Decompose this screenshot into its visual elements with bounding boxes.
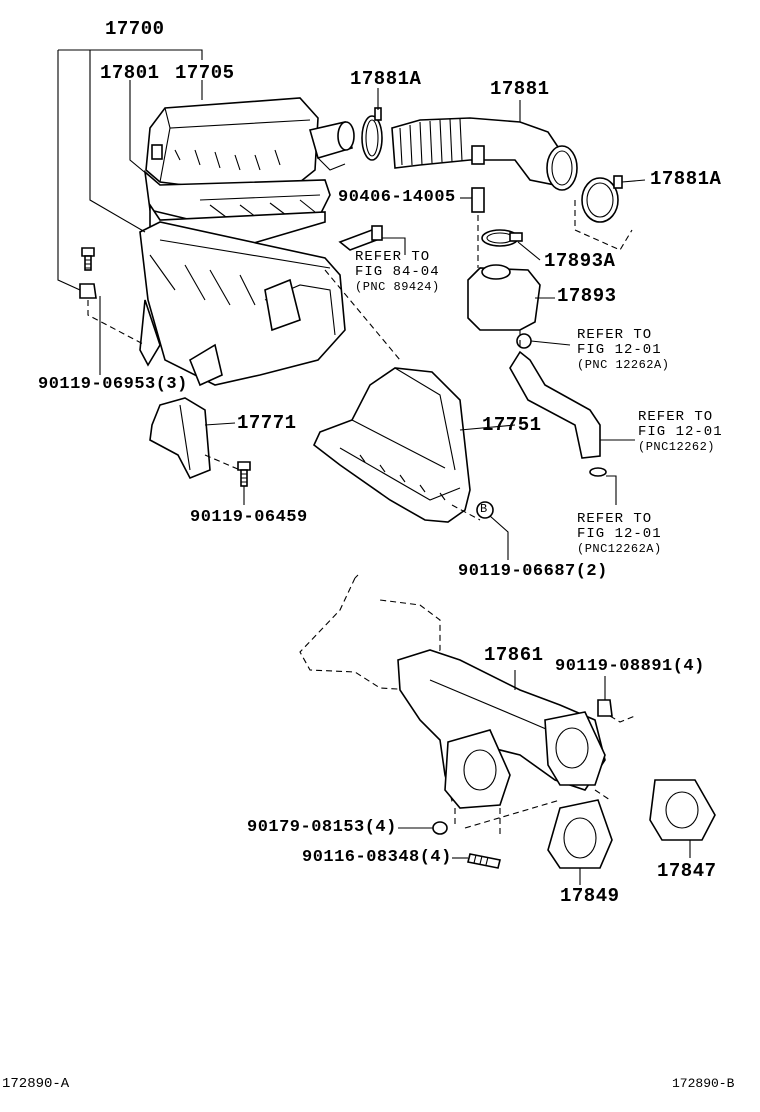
reference-line-3: (PNC 12262A) [577, 358, 670, 372]
label-17771: 17771 [237, 412, 297, 434]
label-17861: 17861 [484, 644, 544, 666]
hose-90406-14005 [471, 187, 485, 213]
label-17801: 17801 [100, 62, 160, 84]
reference-line-1: REFER TO [355, 249, 431, 265]
label-17700: 17700 [105, 18, 165, 40]
air-filter-element[interactable] [143, 170, 331, 223]
bolt-marker-label: B [480, 502, 489, 516]
pcv-connector [338, 225, 384, 251]
intake-duct-17751[interactable] [313, 367, 471, 523]
throttle-body-outline [299, 577, 441, 691]
reference-line-1: REFER TO [577, 327, 653, 343]
label-17893: 17893 [557, 285, 617, 307]
label-90119-08891: 90119-08891(4) [555, 657, 705, 676]
label-17847: 17847 [657, 860, 717, 882]
bolt-90119-08891-icon [597, 699, 613, 717]
label-17881A-top: 17881A [350, 68, 422, 90]
label-90116-08348: 90116-08348(4) [302, 848, 452, 867]
reference-fig-12-01-b[interactable]: REFER TO FIG 12-01 (PNC12262) [638, 410, 723, 455]
reference-fig-12-01-c[interactable]: REFER TO FIG 12-01 (PNC12262A) [577, 512, 662, 557]
reference-line-3: (PNC12262) [638, 440, 716, 454]
gasket-17847[interactable] [649, 779, 716, 841]
leader-lines [57, 49, 691, 885]
label-17751: 17751 [482, 414, 542, 436]
label-90119-06459: 90119-06459 [190, 508, 308, 527]
clamp-17881A-top[interactable] [361, 107, 383, 161]
bolt-90119-06953-icon [79, 247, 97, 299]
dashed-alignment-lines [87, 200, 636, 835]
label-17881: 17881 [490, 78, 550, 100]
bolt-marker-b [476, 501, 494, 519]
hose-clip [589, 467, 607, 477]
nut-90179-08153-icon [432, 821, 448, 835]
reference-line-1: REFER TO [638, 409, 714, 425]
resonator-17893[interactable] [467, 264, 541, 331]
vacuum-plug [516, 333, 532, 349]
reference-line-2: FIG 12-01 [638, 424, 723, 440]
stud-90116-08348-icon [467, 853, 501, 869]
intake-manifold-17861[interactable] [397, 649, 606, 809]
inlet-hose-17881[interactable] [391, 117, 578, 191]
air-cleaner-outlet-neck [308, 121, 355, 171]
reference-line-2: FIG 12-01 [577, 342, 662, 358]
air-cleaner-case[interactable] [139, 221, 346, 387]
air-cleaner-cap[interactable] [145, 97, 319, 193]
label-17849: 17849 [560, 885, 620, 907]
label-17705: 17705 [175, 62, 235, 84]
bolt-90119-06459-icon [237, 461, 251, 487]
gasket-17849[interactable] [547, 799, 613, 869]
footer-code-right: 172890-B [672, 1076, 735, 1091]
label-90179-08153: 90179-08153(4) [247, 818, 397, 837]
water-hose [509, 350, 601, 459]
clamp-17893A[interactable] [481, 229, 523, 247]
reference-line-3: (PNC12262A) [577, 542, 662, 556]
reference-fig-12-01-a[interactable]: REFER TO FIG 12-01 (PNC 12262A) [577, 328, 669, 373]
label-17893A: 17893A [544, 250, 616, 272]
reference-line-1: REFER TO [577, 511, 653, 527]
label-90119-06953: 90119-06953(3) [38, 375, 188, 394]
footer-code-left: 172890-A [2, 1076, 70, 1092]
reference-line-2: FIG 84-04 [355, 264, 440, 280]
label-90406-14005: 90406-14005 [338, 188, 456, 207]
reference-fig-84-04[interactable]: REFER TO FIG 84-04 (PNC 89424) [355, 250, 440, 295]
label-90119-06687: 90119-06687(2) [458, 562, 608, 581]
bracket-17771[interactable] [149, 397, 211, 480]
label-17881A-right: 17881A [650, 168, 722, 190]
clamp-17881A-right[interactable] [581, 175, 623, 223]
reference-line-2: FIG 12-01 [577, 526, 662, 542]
reference-line-3: (PNC 89424) [355, 280, 440, 294]
